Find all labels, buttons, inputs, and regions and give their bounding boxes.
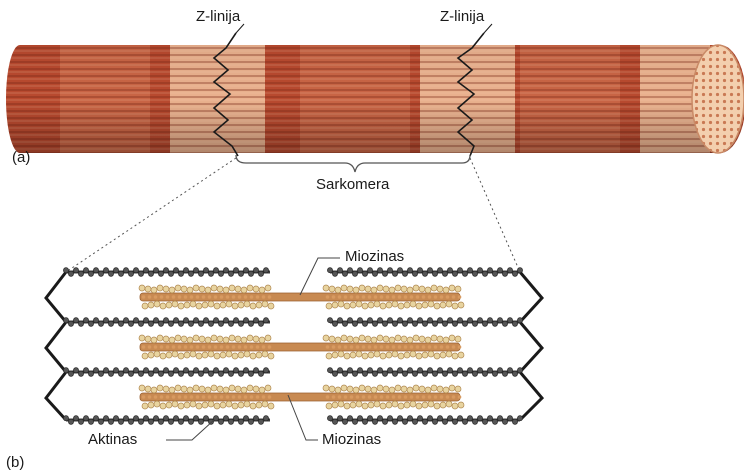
z-line-label-right: Z-linija: [440, 9, 484, 24]
myosin-bottom-leader: [288, 395, 318, 440]
panel-a-label: (a): [12, 150, 30, 165]
myosin-label-bottom: Miozinas: [322, 432, 381, 447]
actin-label: Aktinas: [88, 432, 137, 447]
fiber-cross-section: [692, 45, 744, 153]
z-line-right-detail: [520, 272, 542, 420]
actin-filament: [327, 268, 522, 277]
z-line-left-leader: [236, 24, 244, 33]
myosin-filament: [139, 335, 464, 359]
actin-filament: [327, 416, 522, 425]
zoom-line-right: [470, 158, 520, 272]
actin-filament: [327, 368, 522, 377]
actin-filament: [63, 268, 270, 277]
z-line-left-detail: [46, 272, 66, 420]
zoom-line-left: [66, 158, 236, 272]
muscle-fiber: [0, 24, 744, 160]
sarcomere-detail: [46, 268, 542, 425]
myosin-filament: [139, 385, 464, 409]
actin-filament: [63, 368, 270, 377]
myosin-label-top: Miozinas: [345, 249, 404, 264]
actin-filament: [63, 416, 270, 425]
z-line-right-leader: [484, 24, 492, 33]
panel-b-label: (b): [6, 455, 24, 470]
z-line-label-left: Z-linija: [196, 9, 240, 24]
actin-filament: [327, 318, 522, 327]
actin-filament: [63, 318, 270, 327]
sarcomere-bracket: [236, 155, 470, 172]
myosin-filament: [139, 285, 464, 309]
sarcomere-label: Sarkomera: [316, 177, 389, 192]
